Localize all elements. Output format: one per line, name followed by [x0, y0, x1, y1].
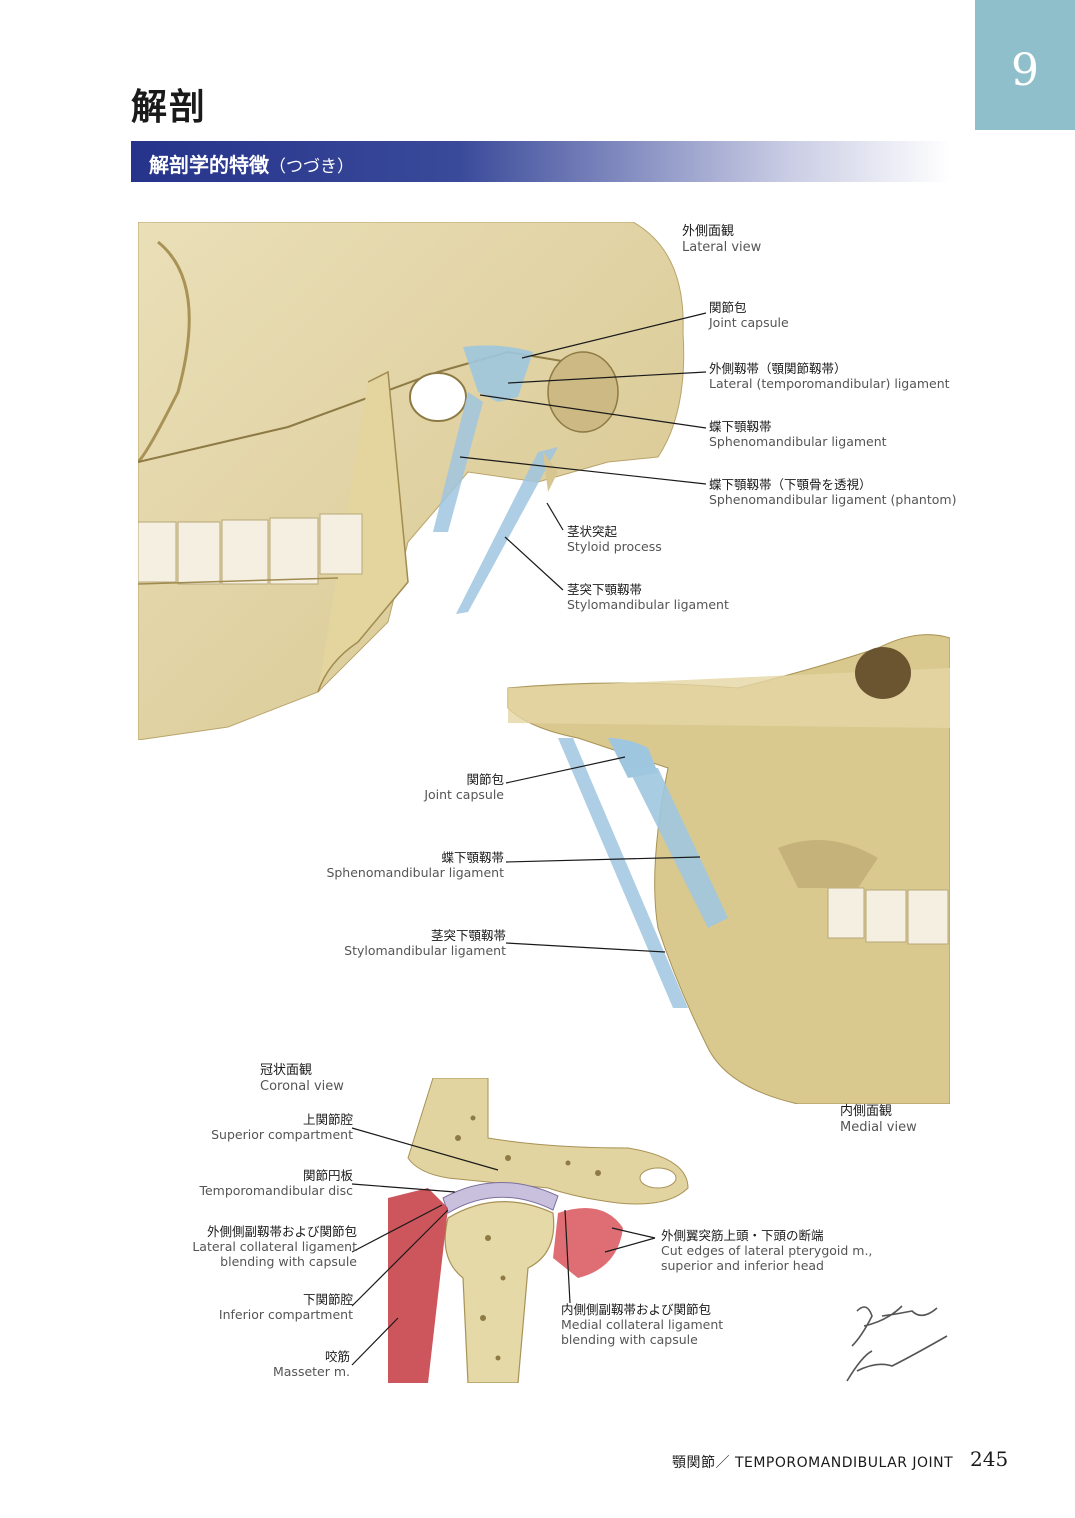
page-title: 解剖 — [131, 86, 208, 128]
section-header: 解剖学的特徴（つづき） — [131, 141, 951, 182]
chapter-tab: 9 — [975, 0, 1075, 130]
page-number: 245 — [970, 1447, 1009, 1471]
section-title: 解剖学的特徴（つづき） — [149, 153, 354, 177]
label-sphenomandibular-phantom: 蝶下顎靱帯（下顎骨を透視）Sphenomandibular ligament (… — [709, 477, 957, 507]
medial-view-illustration — [507, 634, 950, 1104]
running-footer: 顎関節／ TEMPOROMANDIBULAR JOINT — [672, 1455, 954, 1471]
artist-signature — [846, 1305, 948, 1382]
coronal-view-illustration — [388, 1078, 689, 1383]
section-subtitle: （つづき） — [269, 157, 354, 177]
chapter-number: 9 — [1011, 44, 1039, 96]
label-lateral-ligament: 外側靱帯（顎関節靱帯）Lateral (temporomandibular) l… — [709, 361, 950, 391]
